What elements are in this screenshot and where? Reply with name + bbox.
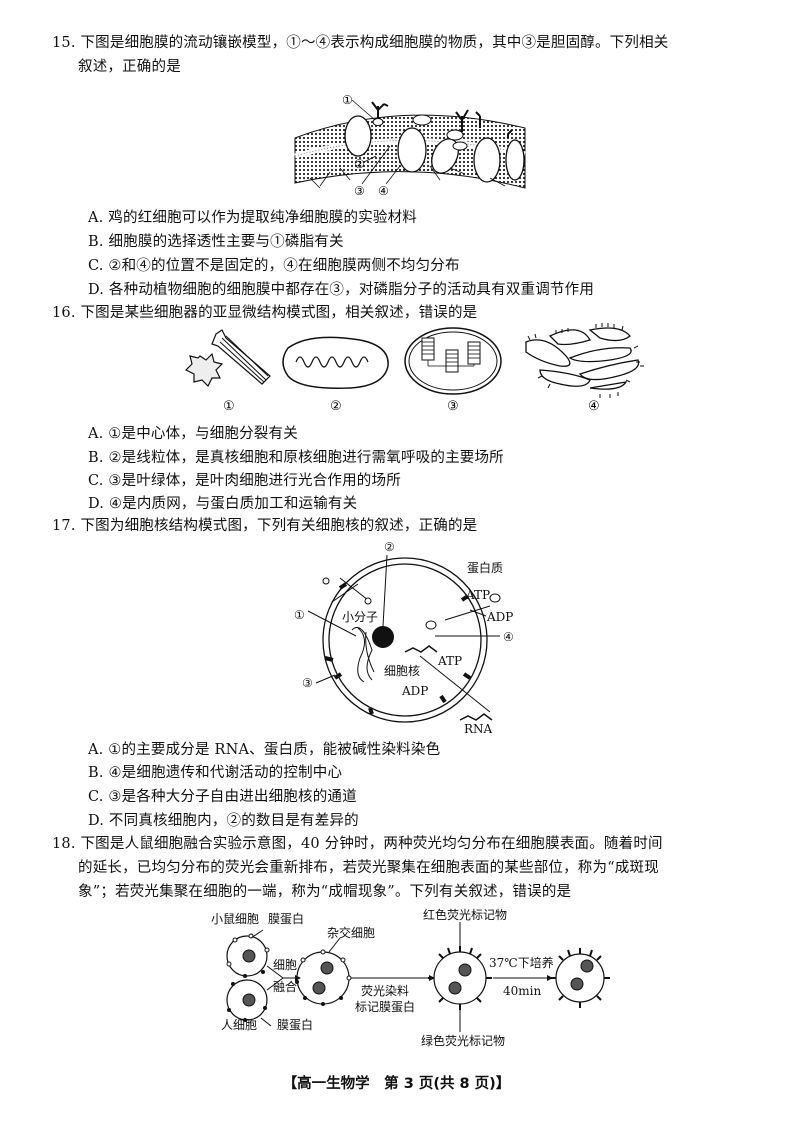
q17-label-atp-1: ATP: [466, 588, 491, 602]
q15-option-a: A. 鸡的红细胞可以作为提取纯净细胞膜的实验材料: [88, 210, 417, 226]
q18-label-fusion-1: 细胞: [273, 958, 298, 972]
q17-label-2: ②: [384, 540, 395, 554]
q18-label-green-marker: 绿色荧光标记物: [421, 1034, 506, 1048]
q16-option-a: A. ①是中心体，与细胞分裂有关: [88, 426, 298, 442]
q15-option-d: D. 各种动植物细胞的细胞膜中都存在③，对磷脂分子的活动具有双重调节作用: [88, 282, 595, 298]
q15-option-b: B. 细胞膜的选择透性主要与①磷脂有关: [88, 234, 344, 250]
q15-label-2: ②: [354, 157, 365, 171]
q18-label-fusion-2: 融合: [273, 980, 298, 994]
q17-label-atp-2: ATP: [438, 654, 463, 668]
endoplasmic-reticulum-icon: [525, 327, 640, 390]
q17-option-a: A. ①的主要成分是 RNA、蛋白质，能被碱性染料染色: [88, 742, 441, 758]
q16-organelles-figure: ① ② ③ ④: [184, 323, 644, 414]
q18-label-stain-2: 标记膜蛋白: [355, 1000, 416, 1014]
q18-label-membrane-protein-bottom: 膜蛋白: [277, 1018, 314, 1032]
page-footer: 【高一生物学 第 3 页(共 8 页)】: [282, 1076, 511, 1092]
q15-stem-line-2: 叙述，正确的是: [78, 59, 181, 75]
q17-label-nucleus: 细胞核: [384, 664, 421, 678]
q17-option-b: B. ④是细胞遗传和代谢活动的控制中心: [88, 765, 343, 781]
q17-label-protein: 蛋白质: [467, 561, 504, 575]
q18-cell-fusion-figure: 小鼠细胞 膜蛋白 杂交细胞 细胞 融合 荧光染料 标记膜蛋白 红色荧光标记物 绿…: [205, 908, 625, 1058]
q17-label-3: ③: [302, 676, 313, 690]
q16-option-c: C. ③是叶绿体，是叶肉细胞进行光合作用的场所: [88, 473, 401, 489]
q16-option-b: B. ②是线粒体，是真核细胞和原核细胞进行需氧呼吸的主要场所: [88, 450, 504, 466]
q17-label-4: ④: [503, 630, 514, 644]
q18-label-red-marker: 红色荧光标记物: [423, 908, 508, 922]
mitochondrion-icon: [282, 336, 389, 389]
q17-option-d: D. 不同真核细胞内，②的数目是有差异的: [88, 813, 359, 829]
q15-label-4: ④: [378, 184, 389, 198]
q15-label-1: ①: [342, 93, 353, 107]
q16-label-1: ①: [223, 399, 235, 414]
centriole-icon: [184, 329, 271, 388]
q17-label-adp-2: ADP: [402, 684, 429, 698]
q18-stem-line-3: 象”；若荧光集聚在细胞的一端，称为“成帽现象”。下列有关叙述，错误的是: [78, 884, 572, 900]
q16-label-2: ②: [330, 399, 342, 414]
q17-option-c: C. ③是各种大分子自由进出细胞核的通道: [88, 789, 357, 805]
q18-label-stain-1: 荧光染料: [361, 984, 410, 998]
q18-stem-line-2: 的延长，已均匀分布的荧光会重新排布，若荧光聚集在细胞表面的某些部位，称为“成斑现: [78, 860, 659, 876]
q17-nucleus-figure: ② 蛋白质 ATP ADP ① 小分子 ④ ATP 细胞核 ③ ADP RNA: [280, 540, 540, 736]
q18-label-mouse-cell: 小鼠细胞: [211, 912, 260, 926]
q18-label-membrane-protein-top: 膜蛋白: [268, 912, 305, 926]
q18-label-hybrid-cell: 杂交细胞: [327, 926, 376, 940]
q17-label-small-molecule: 小分子: [342, 610, 379, 624]
q15-membrane-figure: ① ② ③ ④: [294, 93, 526, 198]
q15-option-c: C. ②和④的位置不是固定的，④在细胞膜两侧不均匀分布: [88, 258, 460, 274]
q15-label-3: ③: [354, 184, 365, 198]
q17-label-1: ①: [294, 608, 305, 622]
q17-label-adp-1: ADP: [487, 610, 514, 624]
q15-stem-line-1: 15. 下图是细胞膜的流动镶嵌模型，①～④表示构成细胞膜的物质，其中③是胆固醇。…: [52, 35, 669, 51]
q16-label-3: ③: [447, 399, 459, 414]
chloroplast-icon: [404, 327, 502, 395]
q18-label-human-cell: 人细胞: [221, 1018, 258, 1032]
q18-label-culture: 37℃下培养: [489, 956, 554, 970]
q16-label-4: ④: [588, 399, 600, 414]
q16-option-d: D. ④是内质网，与蛋白质加工和运输有关: [88, 496, 358, 512]
q18-label-time: 40min: [503, 984, 542, 998]
q17-label-rna: RNA: [464, 722, 493, 736]
q16-stem: 16. 下图是某些细胞器的亚显微结构模式图，相关叙述，错误的是: [52, 305, 478, 321]
q17-stem: 17. 下图为细胞核结构模式图，下列有关细胞核的叙述，正确的是: [52, 518, 478, 534]
q18-stem-line-1: 18. 下图是人鼠细胞融合实验示意图，40 分钟时，两种荧光均匀分布在细胞膜表面…: [52, 836, 663, 852]
